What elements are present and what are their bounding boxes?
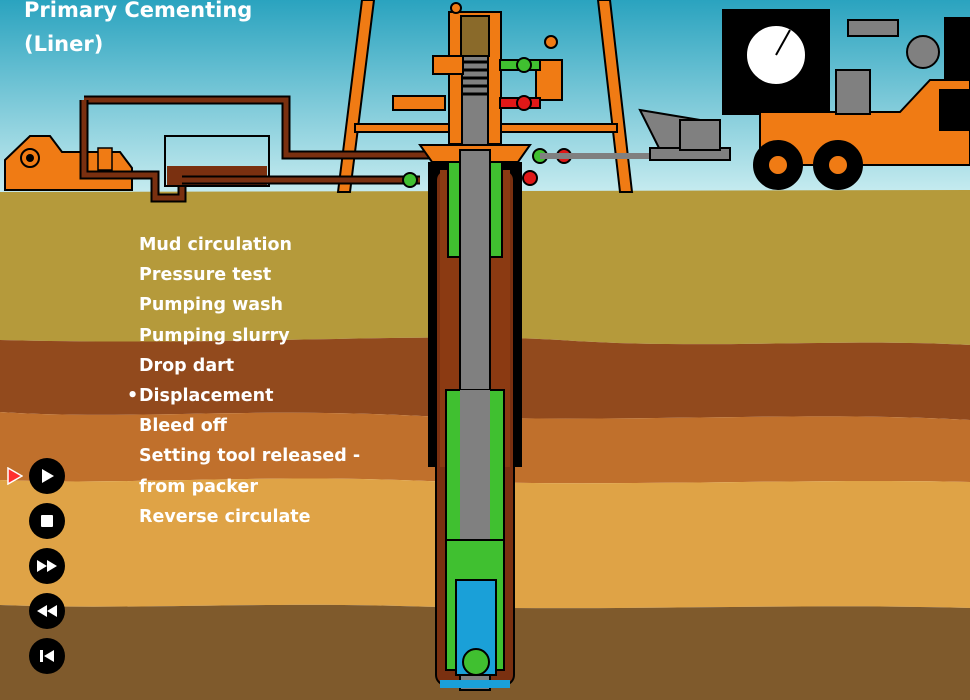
step-item[interactable]: Bleed off — [139, 415, 360, 445]
step-item[interactable]: Reverse circulate — [139, 506, 360, 536]
mud-pit — [4, 95, 430, 203]
play-button[interactable] — [29, 458, 65, 494]
rewind-button[interactable] — [29, 593, 65, 629]
rewind-icon — [37, 605, 57, 617]
current-control-indicator-icon — [7, 467, 23, 485]
step-label: Pressure test — [139, 265, 272, 286]
step-label: from packer — [139, 476, 258, 497]
playback-controls — [29, 458, 65, 683]
step-label: Bleed off — [139, 416, 227, 437]
title-line-2: (Liner) — [24, 32, 104, 56]
fast-forward-icon — [37, 560, 57, 572]
step-item[interactable]: Setting tool released - — [139, 445, 360, 475]
fast-forward-button[interactable] — [29, 548, 65, 584]
cement-truck — [638, 9, 970, 190]
step-item[interactable]: from packer — [139, 476, 360, 506]
step-item[interactable]: Drop dart — [139, 355, 360, 385]
skip-to-start-icon — [40, 650, 54, 662]
step-label: Reverse circulate — [139, 506, 311, 527]
step-item-active[interactable]: •Displacement — [127, 385, 360, 415]
step-label: Mud circulation — [139, 235, 292, 255]
title-line-1: Primary Cementing — [24, 0, 253, 22]
step-list: Mud circulation Pressure test Pumping wa… — [127, 234, 360, 536]
wellbore — [428, 149, 522, 691]
stop-icon — [41, 515, 53, 527]
step-label: Pumping slurry — [139, 325, 290, 346]
step-label: Setting tool released - — [139, 446, 361, 467]
step-item[interactable]: Pumping wash — [139, 294, 360, 324]
step-label: Drop dart — [139, 355, 235, 376]
active-step-bullet: • — [127, 385, 139, 406]
step-item[interactable]: Pumping slurry — [139, 325, 360, 355]
play-icon — [42, 469, 54, 483]
step-label: Pumping wash — [139, 295, 283, 316]
stop-button[interactable] — [29, 503, 65, 539]
step-label: Displacement — [139, 385, 274, 406]
skip-to-start-button[interactable] — [29, 638, 65, 674]
step-item[interactable]: Mud circulation — [139, 234, 360, 264]
wellhead — [392, 2, 660, 188]
step-item[interactable]: Pressure test — [139, 264, 360, 294]
